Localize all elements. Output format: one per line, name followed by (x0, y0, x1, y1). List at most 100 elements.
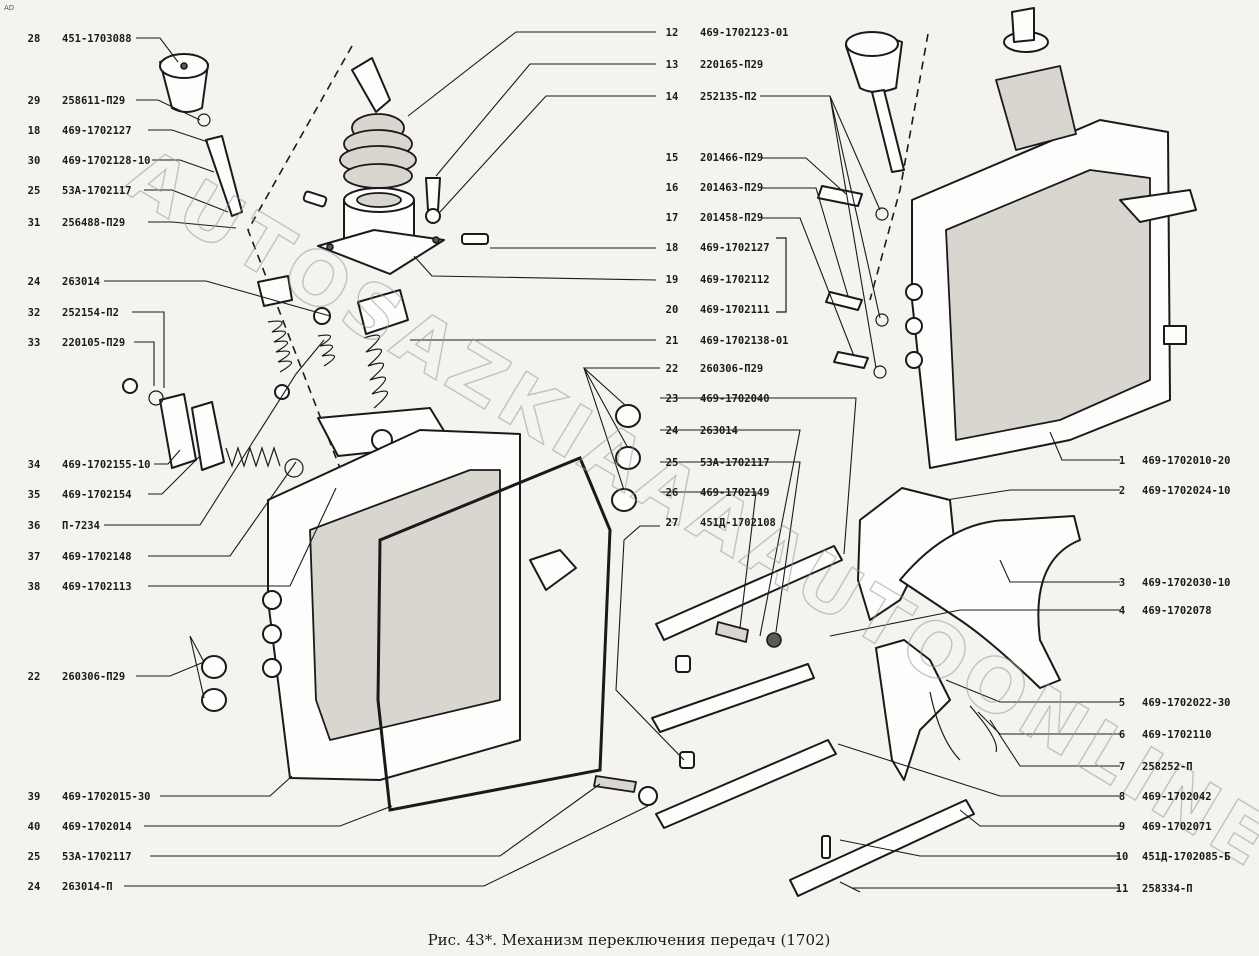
part-number: 469-1702015-30 (62, 791, 151, 803)
callout-number: 22 (28, 671, 41, 683)
axis-line-right (869, 33, 929, 301)
callout-number: 1 (1119, 455, 1125, 467)
callout-number: 9 (1119, 821, 1125, 833)
right-gear-knob (845, 31, 905, 173)
callout-number: 33 (28, 337, 41, 349)
part-number: 469-1702110 (1142, 729, 1212, 741)
callout-number: 32 (28, 307, 41, 319)
part-number: 469-1702078 (1142, 605, 1212, 617)
part-number: 469-1702014 (62, 821, 132, 833)
callout-number: 17 (666, 212, 679, 224)
gasket (376, 456, 612, 812)
part-number: 201463-П29 (700, 182, 763, 194)
gear-lever-boot (339, 57, 417, 189)
callout-number: 11 (1116, 883, 1129, 895)
part-number: 469-1702030-10 (1142, 577, 1231, 589)
part-number: 469-1702127 (700, 242, 770, 254)
callout-number: 5 (1119, 697, 1125, 709)
callout-number: 30 (28, 155, 41, 167)
spring-left (267, 320, 293, 373)
part-number: 260306-П29 (700, 363, 763, 375)
part-number: 53А-1702117 (62, 185, 132, 197)
screw-b (425, 177, 441, 211)
callout-number: 26 (666, 487, 679, 499)
part-number: 469-1702010-20 (1142, 455, 1231, 467)
axis-line-left (247, 45, 361, 521)
part-number: 469-1702071 (1142, 821, 1212, 833)
part-number: 258252-П (1142, 761, 1193, 773)
part-number: 53А-1702117 (700, 457, 770, 469)
callout-number: 37 (28, 551, 41, 563)
callout-number: 23 (666, 393, 679, 405)
part-number: 252154-П2 (62, 307, 119, 319)
bracket-18-20 (776, 237, 787, 313)
callout-number: 25 (28, 851, 41, 863)
screw-c (461, 233, 489, 245)
retainer-plates (159, 393, 225, 471)
part-number: 469-1702040 (700, 393, 770, 405)
callout-number: 40 (28, 821, 41, 833)
part-number: 263014-П (62, 881, 113, 893)
part-number: 201458-П29 (700, 212, 763, 224)
callout-number: 18 (666, 242, 679, 254)
drawing (122, 7, 1197, 897)
part-number: 220165-П29 (700, 59, 763, 71)
part-number: 53А-1702117 (62, 851, 132, 863)
callout-number: 29 (28, 95, 41, 107)
callout-number: 24 (28, 881, 41, 893)
callout-number: 18 (28, 125, 41, 137)
part-number: 451Д-1702085-Б (1142, 851, 1231, 863)
callout-number: 31 (28, 217, 41, 229)
part-number: 469-1702155-10 (62, 459, 151, 471)
figure-caption: Рис. 43*. Механизм переключения передач … (428, 931, 831, 949)
callout-number: 21 (666, 335, 679, 347)
part-number: 469-1702022-30 (1142, 697, 1231, 709)
callout-number: 35 (28, 489, 41, 501)
part-number: 469-1702148 (62, 551, 132, 563)
cap-22-a (201, 655, 227, 679)
part-number: 252135-П2 (700, 91, 757, 103)
callout-number: 10 (1116, 851, 1129, 863)
callout-number: 36 (28, 520, 41, 532)
callout-number: 15 (666, 152, 679, 164)
cover-plate-left (262, 429, 577, 781)
callout-number: 20 (666, 304, 679, 316)
gear-knob (159, 53, 211, 127)
callout-number: 24 (666, 425, 679, 437)
part-number: 469-1702154 (62, 489, 132, 501)
part-number: 469-1702112 (700, 274, 770, 286)
leader-lines (104, 31, 1120, 889)
callout-number: 27 (666, 517, 679, 529)
part-number: 469-1702113 (62, 581, 132, 593)
spring-25-bottom (593, 775, 637, 793)
callout-number: 38 (28, 581, 41, 593)
lever-housing (317, 187, 445, 275)
callout-number: 16 (666, 182, 679, 194)
part-number: 451Д-1702108 (700, 517, 776, 529)
callout-number: 34 (28, 459, 41, 471)
spring-37 (225, 446, 281, 468)
shift-forks (857, 487, 1081, 781)
cap-22-b (201, 688, 227, 712)
callout-number: 19 (666, 274, 679, 286)
part-number: 256488-П29 (62, 217, 125, 229)
callout-number: 25 (666, 457, 679, 469)
part-number: 469-1702138-01 (700, 335, 789, 347)
callout-number: 6 (1119, 729, 1125, 741)
part-number: 451-1703088 (62, 33, 132, 45)
lever-rod (205, 135, 243, 217)
part-number: 469-1702149 (700, 487, 770, 499)
callout-number: 13 (666, 59, 679, 71)
part-number: 469-1702024-10 (1142, 485, 1231, 497)
callout-number: 25 (28, 185, 41, 197)
part-number: 201466-П29 (700, 152, 763, 164)
part-number: 220105-П29 (62, 337, 125, 349)
part-number: 258611-П29 (62, 95, 125, 107)
callout-number: 24 (28, 276, 41, 288)
callout-number: 4 (1119, 605, 1125, 617)
gearbox-top (905, 7, 1197, 469)
